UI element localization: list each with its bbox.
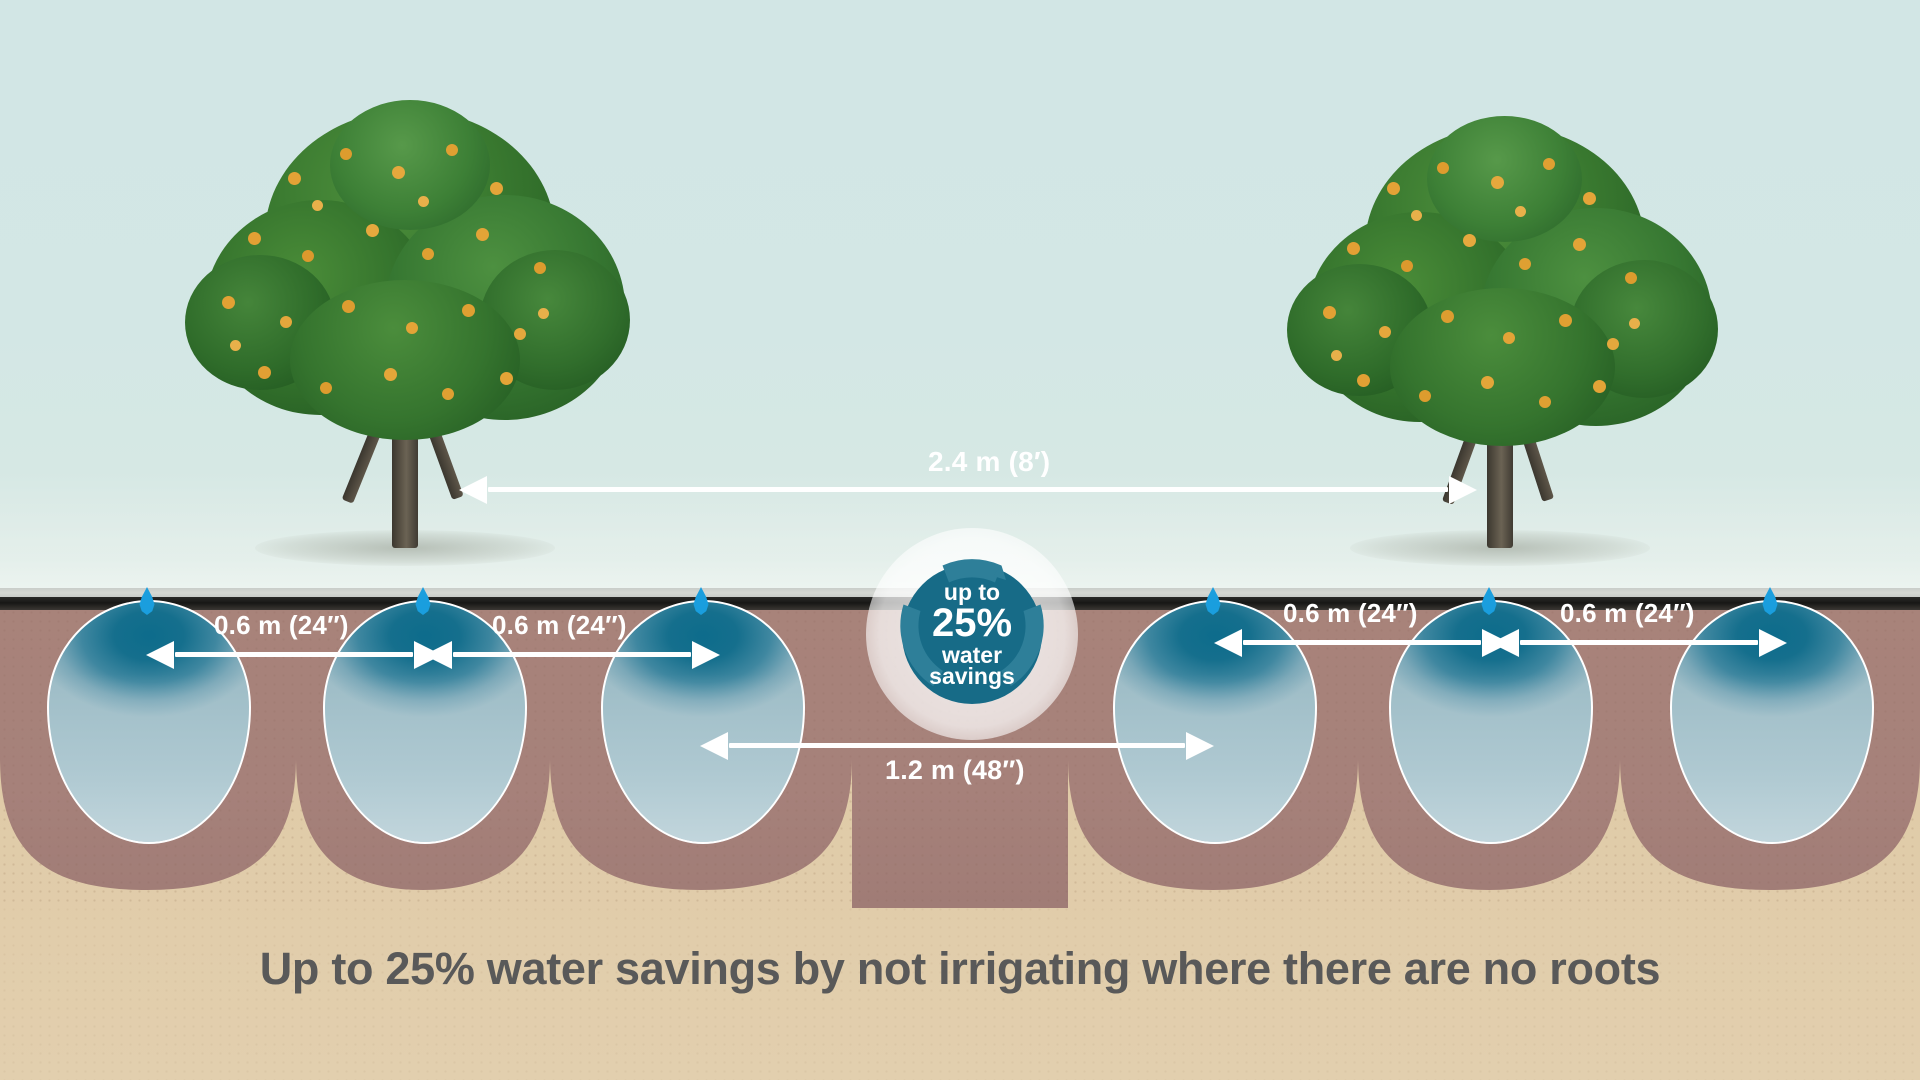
- label-tree-spacing: 2.4 m (8′): [928, 446, 1051, 477]
- label-emitter-gap-4: 0.6 m (24″): [1560, 598, 1695, 628]
- arrow-head-left: [459, 476, 487, 504]
- water-savings-badge: up to 25% water savings: [884, 546, 1060, 722]
- arrow-bar: [1243, 640, 1481, 645]
- arrow-head-right: [1186, 732, 1214, 760]
- arrow-head-right: [1449, 476, 1477, 504]
- badge-arrow-tips: [930, 565, 1014, 686]
- arrow-head-right: [692, 641, 720, 669]
- badge-line-percent: 25%: [931, 600, 1013, 645]
- dimension-emitter-gap-4: [1491, 629, 1787, 657]
- arrow-head-right: [1759, 629, 1787, 657]
- arrow-bar: [488, 487, 1448, 492]
- dimension-row-gap: [700, 732, 1214, 760]
- tree-canopy: [1265, 112, 1735, 462]
- label-emitter-gap-3: 0.6 m (24″): [1283, 598, 1418, 628]
- arrow-head-left: [700, 732, 728, 760]
- bulb-shape: [47, 600, 251, 844]
- badge-arc-segments: [900, 559, 1044, 686]
- tree-right: [1265, 112, 1735, 582]
- arrow-bar: [1520, 640, 1758, 645]
- arrow-bar: [175, 652, 413, 657]
- arrow-bar: [453, 652, 691, 657]
- dimension-emitter-gap-3: [1214, 629, 1510, 657]
- page-caption: Up to 25% water savings by not irrigatin…: [259, 943, 1661, 994]
- arrow-bar: [729, 743, 1185, 748]
- label-emitter-gap-1: 0.6 m (24″): [214, 610, 349, 640]
- dimension-emitter-gap-2: [424, 641, 720, 669]
- tree-left: [170, 100, 640, 570]
- arrow-head-left: [424, 641, 452, 669]
- badge-graphic: [900, 559, 1044, 704]
- label-emitter-gap-2: 0.6 m (24″): [492, 610, 627, 640]
- badge-line-savings: savings: [929, 662, 1015, 689]
- badge-line-up-to: up to: [943, 578, 1001, 605]
- dimension-tree-spacing: [459, 476, 1477, 504]
- arrow-head-left: [146, 641, 174, 669]
- dimension-emitter-gap-1: [146, 641, 442, 669]
- badge-line-water: water: [941, 641, 1003, 668]
- tree-canopy: [170, 100, 640, 450]
- arrow-head-left: [1491, 629, 1519, 657]
- bulb-gradient: [603, 602, 803, 842]
- label-row-gap: 1.2 m (48″): [885, 755, 1025, 785]
- arrow-head-left: [1214, 629, 1242, 657]
- badge-text-block: up to 25% water savings: [884, 546, 1060, 722]
